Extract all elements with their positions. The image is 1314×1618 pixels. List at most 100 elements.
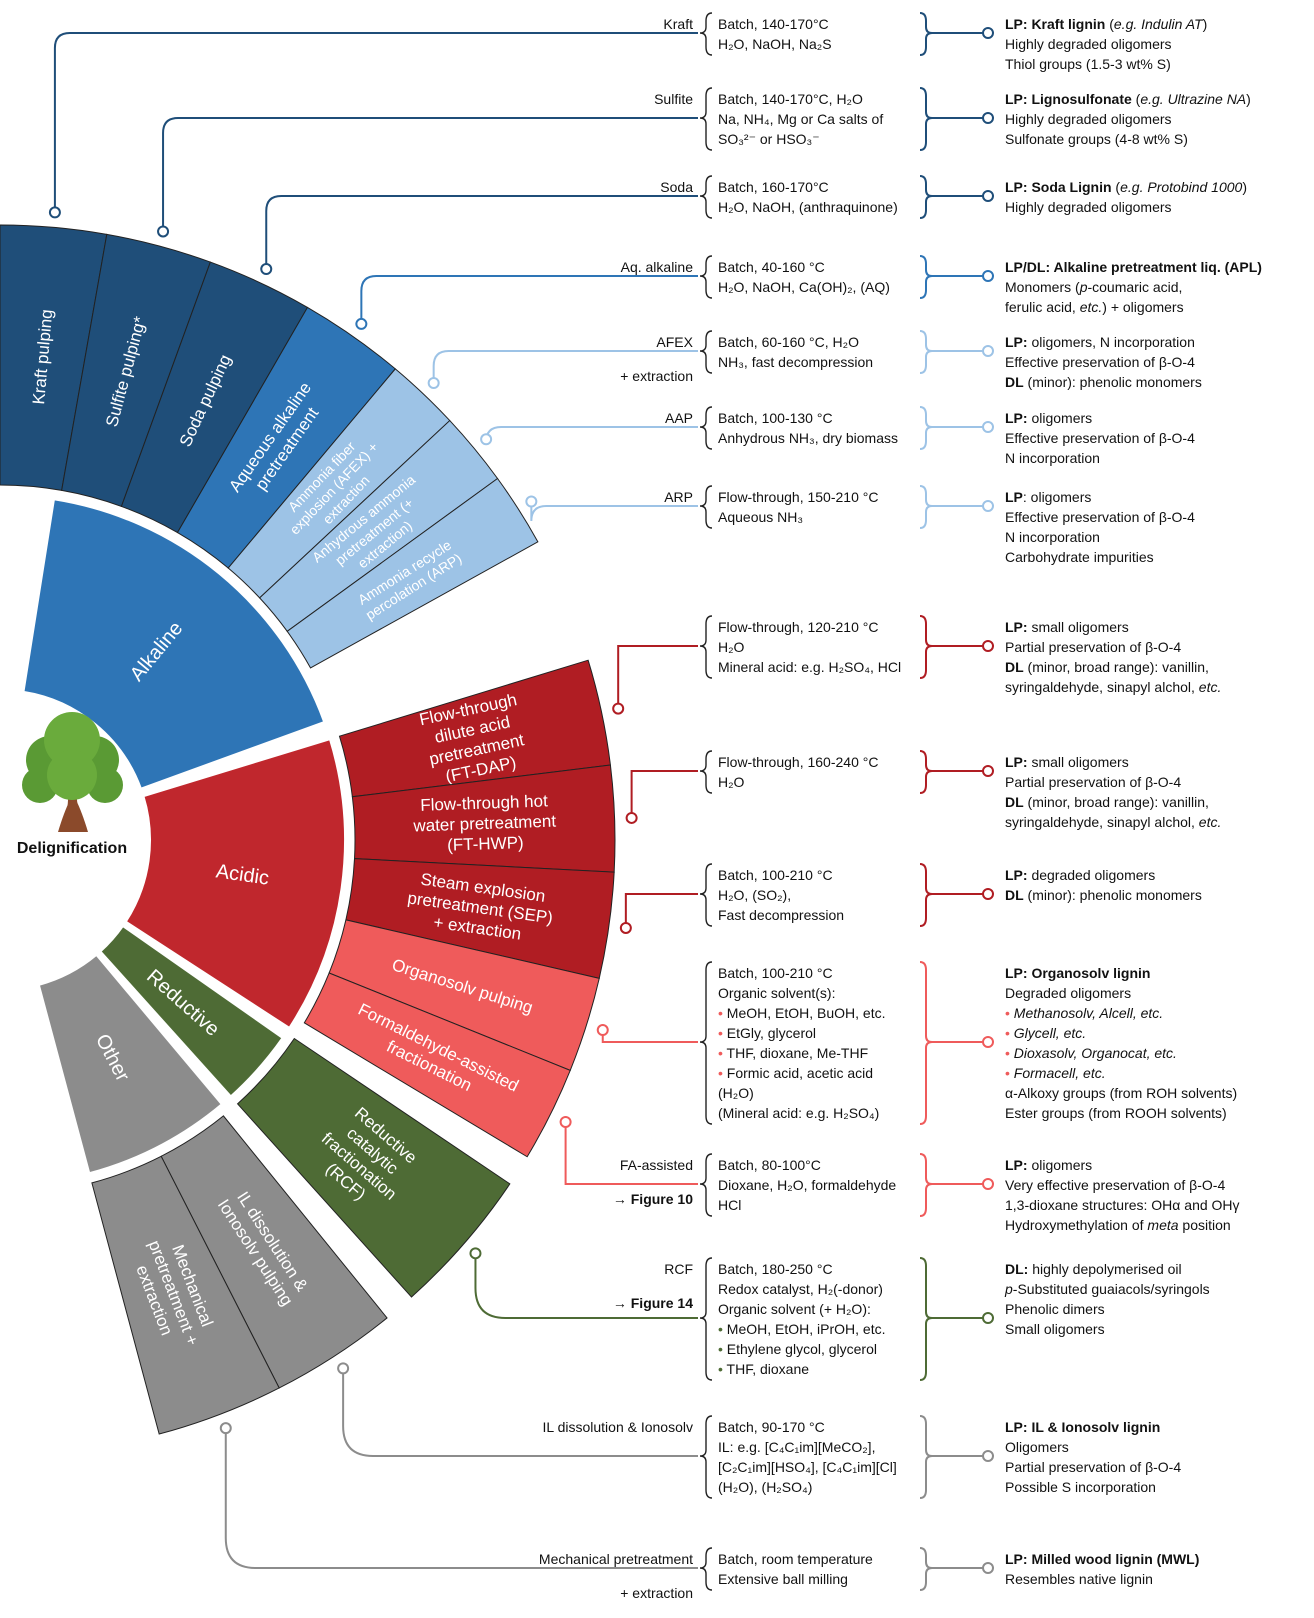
product-line: Degraded oligomers — [1005, 985, 1131, 1001]
process-connector — [530, 501, 698, 522]
process-connector — [601, 1030, 698, 1043]
segment-label-flow-through-hot-water-pretreatment-ft-hwp: Flow-through hotwater pretreatment(FT-HW… — [411, 791, 557, 856]
condition-line: • THF, dioxane, Me-THF — [718, 1045, 868, 1061]
product-line: Monomers (p-coumaric acid, — [1005, 279, 1182, 295]
product-connector-dot — [982, 421, 994, 433]
conditions-close-brace — [919, 1153, 933, 1217]
product-line: syringaldehyde, sinapyl alchol, etc. — [1005, 814, 1221, 830]
process-connector — [224, 1428, 698, 1569]
conditions-open-brace — [699, 615, 713, 679]
condition-line: • MeOH, EtOH, BuOH, etc. — [718, 1005, 886, 1021]
product-connector-dot — [982, 1450, 994, 1462]
condition-line: HCl — [718, 1197, 741, 1213]
process-name: Soda — [660, 179, 693, 195]
condition-line: Batch, 100-130 °C — [718, 410, 833, 426]
process-connector — [265, 195, 698, 270]
product-line: Highly degraded oligomers — [1005, 199, 1172, 215]
conditions-close-brace — [919, 87, 933, 151]
product-line: Partial preservation of β-O-4 — [1005, 639, 1181, 655]
condition-line: (H₂O) — [718, 1085, 754, 1101]
conditions-open-brace — [699, 406, 713, 450]
ring-connector-dot — [625, 811, 638, 824]
product-line: LP: Milled wood lignin (MWL) — [1005, 1551, 1199, 1567]
product-line: LP: small oligomers — [1005, 619, 1129, 635]
conditions-open-brace — [699, 1415, 713, 1499]
condition-line: Batch, 140-170°C, H₂O — [718, 91, 863, 107]
condition-line: H₂O, NaOH, Na₂S — [718, 36, 832, 52]
product-line: Possible S incorporation — [1005, 1479, 1156, 1495]
product-line: LP: Kraft lignin (e.g. Indulin AT) — [1005, 16, 1207, 32]
condition-line: Mineral acid: e.g. H₂SO₄, HCl — [718, 659, 901, 675]
ring-connector-dot — [619, 921, 632, 934]
connector-lines — [48, 32, 698, 1569]
product-line: Small oligomers — [1005, 1321, 1105, 1337]
product-line: Phenolic dimers — [1005, 1301, 1105, 1317]
process-note: → Figure 10 — [613, 1191, 693, 1207]
product-line: Partial preservation of β-O-4 — [1005, 774, 1181, 790]
product-line: • Formacell, etc. — [1005, 1065, 1106, 1081]
product-line: Hydroxymethylation of meta position — [1005, 1217, 1231, 1233]
conditions-close-brace — [919, 12, 933, 56]
segment-mechanical-pretreatment-extraction — [91, 1155, 280, 1435]
product-line: Ester groups (from ROOH solvents) — [1005, 1105, 1227, 1121]
product-line: 1,3-dioxane structures: OHα and OHγ — [1005, 1197, 1240, 1213]
condition-line: • EtGly, glycerol — [718, 1025, 816, 1041]
conditions-close-brace — [919, 330, 933, 374]
conditions-open-brace — [699, 961, 713, 1125]
product-line: LP/DL: Alkaline pretreatment liq. (APL) — [1005, 259, 1262, 275]
process-note: + extraction — [620, 1585, 693, 1601]
product-line: syringaldehyde, sinapyl alchol, etc. — [1005, 679, 1221, 695]
conditions-open-brace — [699, 1153, 713, 1217]
product-line: Carbohydrate impurities — [1005, 549, 1154, 565]
condition-line: Batch, room temperature — [718, 1551, 873, 1567]
product-line: p-Substituted guaiacols/syringols — [1004, 1281, 1210, 1297]
condition-line: Batch, 160-170°C — [718, 179, 829, 195]
process-name: AAP — [665, 410, 693, 426]
product-line: • Glycell, etc. — [1005, 1025, 1086, 1041]
process-connector — [624, 893, 698, 928]
product-line: LP: small oligomers — [1005, 754, 1129, 770]
conditions-close-brace — [919, 750, 933, 794]
product-line: Effective preservation of β-O-4 — [1005, 509, 1195, 525]
product-connector-dot — [982, 765, 994, 777]
category-reductive — [98, 924, 284, 1098]
product-connector-dot — [982, 500, 994, 512]
conditions-close-brace — [919, 1415, 933, 1499]
process-name: Aq. alkaline — [621, 259, 694, 275]
ring-connector-dot — [480, 433, 493, 446]
product-line: Effective preservation of β-O-4 — [1005, 354, 1195, 370]
ring-connector-dot — [525, 495, 538, 508]
condition-line: [C₂C₁im][HSO₄], [C₄C₁im][Cl] — [718, 1459, 897, 1475]
conditions-open-brace — [699, 255, 713, 299]
product-line: Resembles native lignin — [1005, 1571, 1153, 1587]
product-line: Highly degraded oligomers — [1005, 111, 1172, 127]
ring-connector-dot — [427, 377, 440, 390]
product-line: ferulic acid, etc.) + oligomers — [1005, 299, 1184, 315]
product-connector-dot — [982, 1036, 994, 1048]
process-connector — [485, 426, 698, 443]
product-connector-dot — [982, 112, 994, 124]
process-connector — [617, 645, 698, 709]
segment-reductive-catalytic-fractionation-rcf — [236, 1037, 511, 1298]
process-name: ARP — [664, 489, 693, 505]
process-connector — [630, 770, 698, 818]
condition-line: (Mineral acid: e.g. H₂SO₄) — [718, 1105, 879, 1121]
condition-line: NH₃, fast decompression — [718, 354, 873, 370]
product-connector-dot — [982, 345, 994, 357]
condition-line: H₂O, NaOH, (anthraquinone) — [718, 199, 898, 215]
process-name: IL dissolution & Ionosolv — [543, 1419, 693, 1435]
ring-connector-dot — [612, 702, 625, 715]
condition-line: Batch, 140-170°C — [718, 16, 829, 32]
product-line: LP: oligomers — [1005, 489, 1091, 505]
condition-line: Organic solvent(s): — [718, 985, 835, 1001]
ring-connector-dot — [469, 1247, 482, 1260]
condition-line: Batch, 90-170 °C — [718, 1419, 825, 1435]
product-line: DL (minor): phenolic monomers — [1005, 887, 1202, 903]
process-connector — [53, 32, 698, 213]
